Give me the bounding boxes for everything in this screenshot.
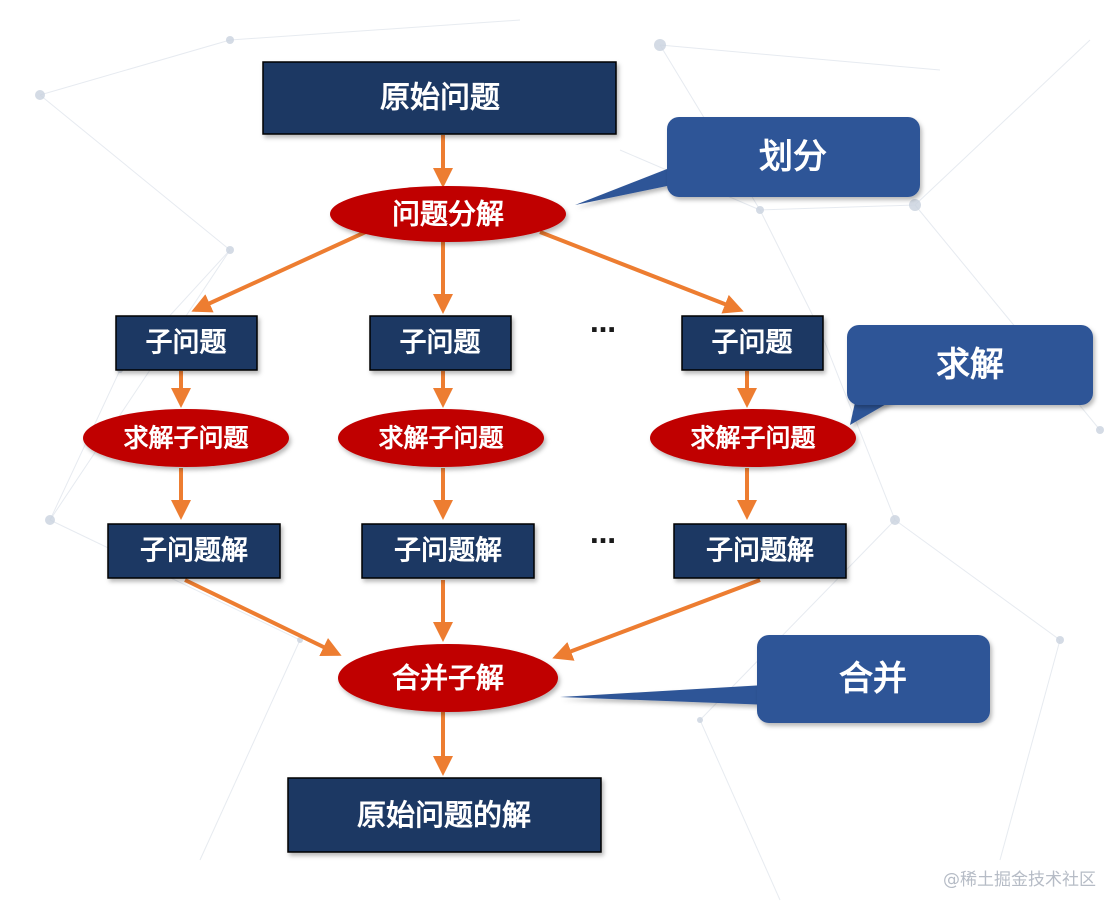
watermark: @稀土掘金技术社区 [943,870,1096,890]
solve-label-2: 求解子问题 [378,424,503,453]
final-solution-label: 原始问题的解 [357,798,531,832]
original-problem-node: 原始问题 [262,61,617,135]
sub-solution-node-3: 子问题解 [673,523,847,579]
divide-node: 问题分解 [330,186,566,242]
callout-divide-label: 划分 [759,137,827,177]
sub-problem-label-2: 子问题 [400,328,481,359]
sub-solution-node-1: 子问题解 [107,523,281,579]
final-solution-node: 原始问题的解 [287,777,602,853]
callout-solve: 求解 [847,325,1093,425]
divide-label: 问题分解 [392,198,504,231]
sub-solution-label-2: 子问题解 [394,536,502,567]
arrow-solution-1-to-merge [184,578,342,657]
callout-solve-label: 求解 [936,345,1004,385]
arrow-solution-3-to-merge [552,578,761,661]
solve-node-2: 求解子问题 [338,409,544,467]
sub-problem-node-3: 子问题 [681,315,824,371]
ellipsis-row-1: … [590,309,616,339]
original-problem-label: 原始问题 [380,81,500,116]
sub-problem-label-1: 子问题 [146,328,227,359]
callout-merge: 合并 [560,635,990,723]
arrow-divide-to-sub-3 [539,230,744,314]
sub-problem-label-3: 子问题 [712,328,793,359]
merge-node: 合并子解 [338,644,558,712]
sub-problem-node-1: 子问题 [115,315,258,371]
solve-node-1: 求解子问题 [83,409,289,467]
solve-node-3: 求解子问题 [650,409,856,467]
solve-label-1: 求解子问题 [123,424,248,453]
ellipsis-row-2: … [590,520,616,550]
callout-divide: 划分 [575,117,920,205]
sub-solution-label-1: 子问题解 [140,536,248,567]
solve-label-3: 求解子问题 [690,424,815,453]
sub-solution-node-2: 子问题解 [361,523,535,579]
arrow-divide-to-sub-1 [191,228,371,313]
sub-problem-node-2: 子问题 [369,315,512,371]
sub-solution-label-3: 子问题解 [706,536,814,567]
merge-label: 合并子解 [392,662,504,695]
callout-merge-label: 合并 [839,659,907,699]
